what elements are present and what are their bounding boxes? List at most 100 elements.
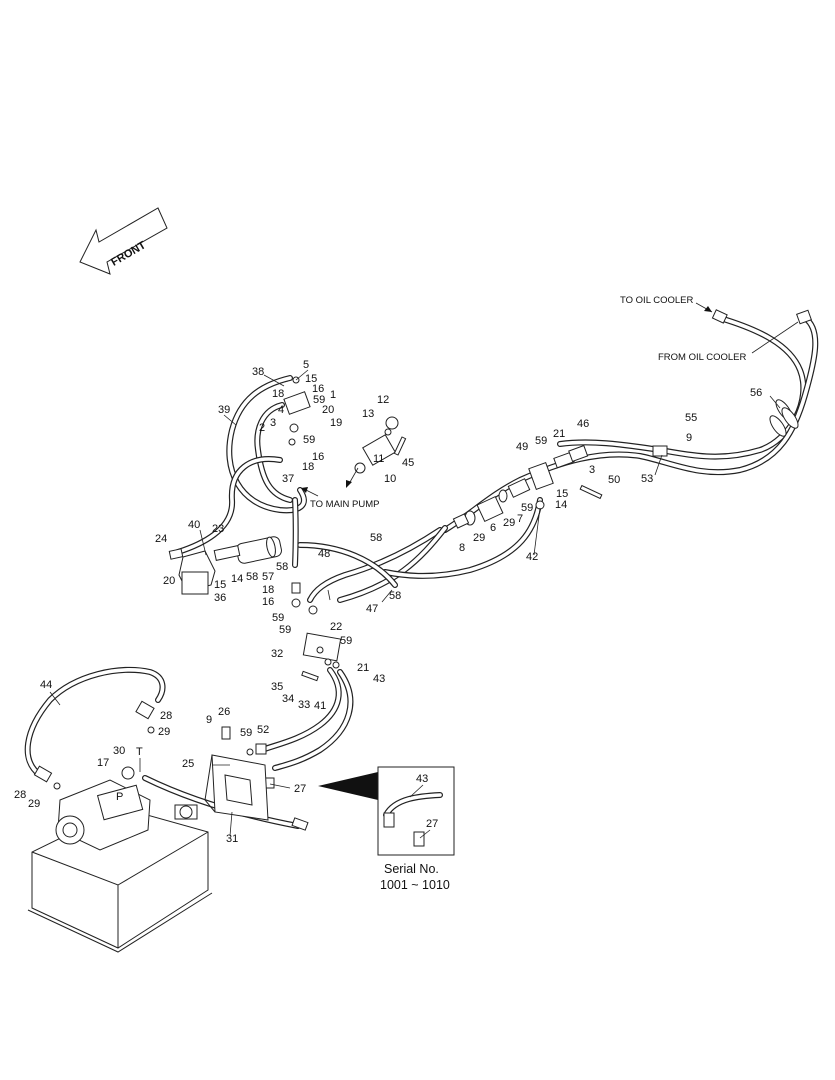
- callout: 53: [641, 473, 653, 485]
- callout: 28: [160, 710, 172, 722]
- callout: 15: [305, 373, 317, 385]
- callout: 18: [272, 388, 284, 400]
- callout: 33: [298, 699, 310, 711]
- callout: 23: [212, 523, 224, 535]
- callout: 57: [262, 571, 274, 583]
- callout: 26: [218, 706, 230, 718]
- callout: 35: [271, 681, 283, 693]
- serial-label: Serial No.: [384, 862, 439, 876]
- callout: 30: [113, 745, 125, 757]
- callout: 59: [340, 635, 352, 647]
- callout: 29: [503, 517, 515, 529]
- hose-44: [24, 666, 166, 778]
- callout: 40: [188, 519, 200, 531]
- callout: 46: [577, 418, 589, 430]
- callout: 44: [40, 679, 52, 691]
- callout: 3: [589, 464, 595, 476]
- callout: 16: [312, 383, 324, 395]
- callout: 3: [270, 417, 276, 429]
- callout: 41: [314, 700, 326, 712]
- leader-lines: [49, 369, 781, 837]
- callout: 59: [303, 434, 315, 446]
- callout: 56: [750, 387, 762, 399]
- callout: 43: [373, 673, 385, 685]
- callout: 29: [158, 726, 170, 738]
- callout: 16: [312, 451, 324, 463]
- callout: 13: [362, 408, 374, 420]
- callout: 18: [262, 584, 274, 596]
- callout: 18: [302, 461, 314, 473]
- callout: 58: [246, 571, 258, 583]
- callout: 48: [318, 548, 330, 560]
- callout: 29: [28, 798, 40, 810]
- callout: 17: [97, 757, 109, 769]
- callout: 29: [473, 532, 485, 544]
- callout: 11: [373, 453, 384, 465]
- callout: 50: [608, 474, 620, 486]
- callout: 32: [271, 648, 283, 660]
- inset-callout: 43: [416, 773, 428, 785]
- port-mark-p: P: [116, 791, 123, 803]
- callout: 39: [218, 404, 230, 416]
- callout: 58: [276, 561, 288, 573]
- callout: 49: [516, 441, 528, 453]
- notes: TO OIL COOLER FROM OIL COOLER TO MAIN PU…: [301, 295, 799, 510]
- serial-range: 1001 ~ 1010: [380, 878, 450, 892]
- note-to-oil-cooler: TO OIL COOLER: [620, 295, 694, 306]
- note-to-main-pump: TO MAIN PUMP: [310, 499, 380, 510]
- callout: 15: [214, 579, 226, 591]
- callout: 55: [685, 412, 697, 424]
- port-mark-t: T: [136, 746, 143, 758]
- inset-callout: 27: [426, 818, 438, 830]
- callout: 59: [313, 394, 325, 406]
- callout: 2: [259, 422, 265, 434]
- callout-labels: 5 38 15 18 16 1 59 4 20 3 19 2 59 39 16 …: [14, 359, 762, 845]
- callout: 59: [535, 435, 547, 447]
- callout: 58: [389, 590, 401, 602]
- mounting-bracket-25: [204, 754, 269, 821]
- callout: 38: [252, 366, 264, 378]
- callout: 9: [206, 714, 212, 726]
- fittings: [33, 376, 603, 831]
- callout: 36: [214, 592, 226, 604]
- callout: 9: [686, 432, 692, 444]
- central-hoses: [297, 497, 543, 603]
- callout: 59: [240, 727, 252, 739]
- callout: 42: [526, 551, 538, 563]
- callout: 37: [282, 473, 294, 485]
- callout: 24: [155, 533, 167, 545]
- front-direction-arrow: FRONT: [79, 207, 168, 275]
- serial-inset: 43 27 Serial No. 1001 ~ 1010: [318, 766, 455, 892]
- callout: 6: [490, 522, 496, 534]
- callout: 59: [521, 502, 533, 514]
- callout: 34: [282, 693, 294, 705]
- callout: 59: [272, 612, 284, 624]
- callout: 19: [330, 417, 342, 429]
- callout: 14: [555, 499, 567, 511]
- hydraulic-tank-and-pump: [27, 766, 213, 953]
- callout: 28: [14, 789, 26, 801]
- callout: 21: [553, 428, 565, 440]
- oil-cooler-hoses: [442, 309, 819, 533]
- callout: 27: [294, 783, 306, 795]
- callout: 12: [377, 394, 389, 406]
- callout: 4: [278, 404, 284, 416]
- callout: 8: [459, 542, 465, 554]
- callout: 16: [262, 596, 274, 608]
- callout: 25: [182, 758, 194, 770]
- callout: 22: [330, 621, 342, 633]
- callout: 20: [322, 404, 334, 416]
- callout: 45: [402, 457, 414, 469]
- callout: 21: [357, 662, 369, 674]
- callout: 52: [257, 724, 269, 736]
- note-from-oil-cooler: FROM OIL COOLER: [658, 352, 746, 363]
- callout: 7: [517, 513, 523, 525]
- callout: 58: [370, 532, 382, 544]
- callout: 1: [330, 389, 336, 401]
- callout: 14: [231, 573, 243, 585]
- callout: 5: [303, 359, 309, 371]
- callout: 59: [279, 624, 291, 636]
- callout: 10: [384, 473, 396, 485]
- callout: 47: [366, 603, 378, 615]
